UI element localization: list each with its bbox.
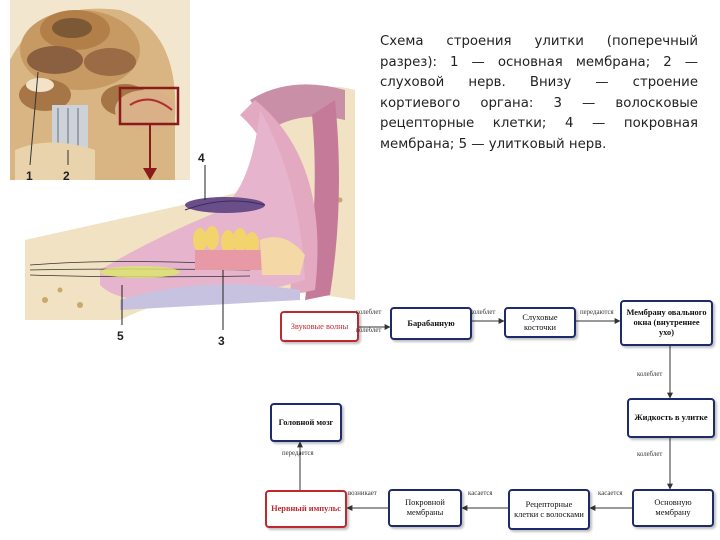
flow-node-eardrum: Барабанную — [390, 307, 472, 340]
flow-node-sound-waves: Звуковые волны — [280, 311, 359, 342]
figure-label-1: 1 — [26, 169, 33, 183]
flow-node-brain: Головной мозг — [270, 403, 342, 442]
cochlea-cross-section — [10, 0, 190, 180]
figure-label-4: 4 — [198, 151, 205, 165]
flow-node-basilar-membrane: Основную мембрану — [632, 489, 714, 527]
edge-label-receptors-tectorial: касается — [468, 490, 493, 497]
flow-node-nerve-impulse: Нервный импульс — [265, 490, 347, 528]
figure-label-5: 5 — [117, 329, 124, 343]
figure-labels: 1 2 4 5 3 — [26, 151, 225, 348]
figure-label-3: 3 — [218, 334, 225, 348]
flow-node-cochlear-fluid: Жидкость в улитке — [627, 398, 715, 438]
flow-node-ossicles: Слуховые косточки — [504, 307, 576, 338]
edge-label-oval-fluid: колеблет — [637, 371, 663, 378]
flow-node-receptor-cells: Рецепторные клетки с волосками — [508, 489, 590, 530]
figure-caption: Схема строения улитки (поперечный разрез… — [380, 34, 698, 152]
edge-label-impulse-brain: передается — [282, 450, 314, 457]
flow-node-oval-window: Мембрану овального окна (внутреннее ухо) — [620, 300, 713, 346]
edge-label-fluid-basilar: колеблет — [637, 451, 663, 458]
flow-node-tectorial-membrane: Покровной мембраны — [388, 489, 462, 527]
edge-label-eardrum-ossicles: колеблет — [470, 309, 496, 316]
edge-label-sound-eardrum-a: колеблет — [356, 309, 382, 316]
edge-label-basilar-receptors: касается — [598, 490, 623, 497]
edge-label-tectorial-impulse: возникает — [348, 490, 377, 497]
edge-label-sound-eardrum-b: колеблет — [356, 327, 382, 334]
edge-label-ossicles-oval: передаются — [580, 309, 614, 316]
organ-of-corti — [25, 84, 355, 330]
figure-label-2: 2 — [63, 169, 70, 183]
